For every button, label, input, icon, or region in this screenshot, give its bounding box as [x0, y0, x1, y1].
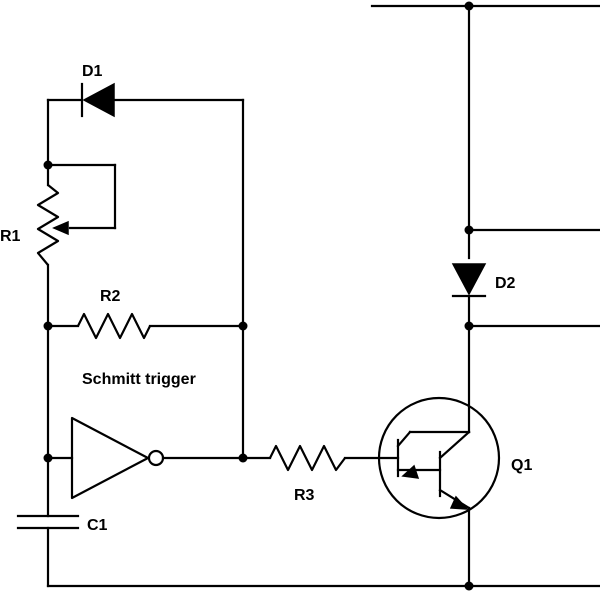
potentiometer-r1: [36, 184, 69, 266]
label-d2: D2: [495, 275, 516, 292]
label-r3: R3: [294, 487, 315, 504]
junction-dots: [43, 1, 474, 591]
diode-d2: [451, 263, 487, 298]
label-q1: Q1: [511, 457, 532, 474]
diode-d1: [80, 82, 115, 118]
labels: D1 R1 R2 Schmitt trigger C1 R3 D2 Q1: [0, 63, 532, 534]
label-r1: R1: [0, 228, 21, 245]
label-c1: C1: [87, 517, 108, 534]
label-schmitt-trigger: Schmitt trigger: [82, 371, 196, 388]
resistor-r3: [269, 444, 346, 472]
label-r2: R2: [100, 288, 121, 305]
wires: [46, 4, 600, 588]
capacitor-c1: [16, 514, 80, 530]
label-d1: D1: [82, 63, 103, 80]
transistor-q1: [377, 396, 501, 520]
resistor-r2: [77, 312, 151, 340]
inverter-schmitt-trigger: [70, 416, 165, 500]
